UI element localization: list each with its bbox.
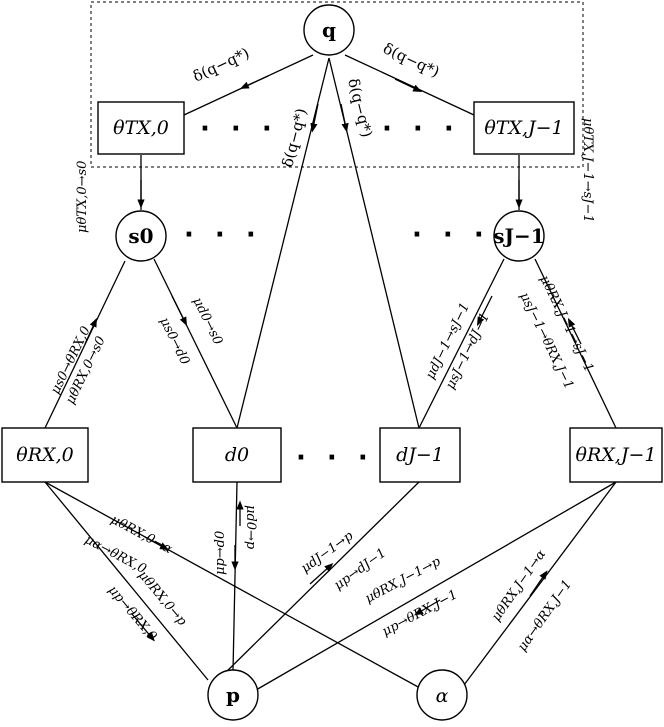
msg-delta-left: δ(q−q*) (190, 44, 252, 86)
transmitter-group-border (90, 1, 584, 168)
ellipses: · · · · · · · · · · · · · · · (184, 114, 490, 473)
node-s-J1-label: sJ−1 (493, 224, 544, 248)
edge-dJ1-p (219, 481, 420, 679)
msg-d0-to-s0: μd0→s0 (189, 295, 225, 347)
node-theta-tx-0 (97, 101, 185, 155)
msg-delta-mid-left: δ(q−q*) (278, 106, 310, 169)
arrow-delta-mid-right (340, 103, 349, 133)
node-q-label: q (322, 18, 336, 42)
ellipsis-s-right: · · · (412, 220, 490, 250)
msg-txJ1-to-sJ1: μθTX,J−1→sJ−1 (580, 118, 595, 223)
arrow-delta-left (239, 75, 269, 89)
edge-s0-rx0 (44, 260, 126, 429)
msg-delta-right: δ(q−q*) (380, 39, 442, 81)
msg-d0-to-p: μd0→p (243, 505, 258, 550)
node-theta-tx-0-label: θTX,0 (113, 117, 169, 139)
node-alpha (416, 669, 468, 721)
node-theta-tx-J1 (473, 101, 575, 155)
edge-q-txJ1 (344, 54, 475, 116)
arrow-delta-right (394, 78, 423, 92)
node-s-J1 (493, 210, 545, 262)
node-theta-tx-J1-label: θTX,J−1 (484, 117, 563, 139)
edge-sJ1-dJ1 (418, 258, 505, 429)
ellipsis-tx-left: · · · (200, 114, 278, 144)
node-p-label: p (226, 683, 240, 707)
node-p (207, 669, 259, 721)
node-s-0 (115, 210, 167, 262)
arrow-delta-mid-left (310, 103, 319, 133)
node-theta-rx-0 (1, 427, 89, 483)
arrow-s0-d0 (171, 295, 188, 327)
ellipsis-d: · · · (296, 443, 374, 473)
edge-rx0-alpha (44, 481, 421, 689)
node-s-0-label: s0 (128, 224, 153, 248)
node-d-0-label: d0 (225, 444, 249, 466)
arrow-rx0-alpha (144, 536, 169, 551)
arrow-dJ1-p (309, 562, 334, 585)
edge-sJ1-rxJ1 (534, 258, 617, 429)
edge-rxJ1-alpha (463, 481, 617, 686)
node-d-J1-label: dJ−1 (396, 444, 444, 466)
msg-p-to-d0: μp→d0 (213, 531, 228, 575)
edge-d0-p (232, 481, 238, 672)
arrow-rx0-s0 (84, 317, 97, 345)
message-arrows (84, 75, 582, 642)
edge-rx0-p (44, 481, 209, 681)
arrow-alpha-rxJ1 (529, 570, 548, 597)
node-q (303, 4, 355, 56)
node-theta-rx-0-label: θRX,0 (16, 444, 73, 466)
arrow-rxJ1-sJ1 (567, 317, 582, 345)
node-alpha-label: α (436, 685, 449, 707)
nodes: q θTX,0 θTX,J−1 s0 sJ−1 θRX,0 d0 dJ−1 θR… (1, 4, 663, 721)
ellipsis-s-left: · · · (184, 220, 262, 250)
ellipsis-tx-right: · · · (382, 114, 460, 144)
edge-q-d0 (236, 57, 330, 429)
node-theta-rx-J1 (569, 427, 663, 483)
arrow-rxJ1-p (414, 599, 441, 616)
edge-s0-d0 (153, 258, 238, 429)
msg-tx0-to-s0: μθTX,0→s0 (75, 161, 90, 233)
node-d-0 (192, 427, 282, 483)
node-theta-rx-J1-label: θRX,J−1 (576, 444, 657, 466)
edges (44, 54, 617, 691)
arrow-sJ1-dJ1 (476, 295, 493, 327)
node-d-J1 (379, 427, 461, 483)
msg-delta-mid-right: δ(q−q*) (344, 77, 376, 140)
arrow-rx0-p (131, 613, 155, 642)
msg-s0-to-d0: μs0→d0 (156, 315, 192, 367)
edge-rxJ1-p (255, 481, 617, 691)
